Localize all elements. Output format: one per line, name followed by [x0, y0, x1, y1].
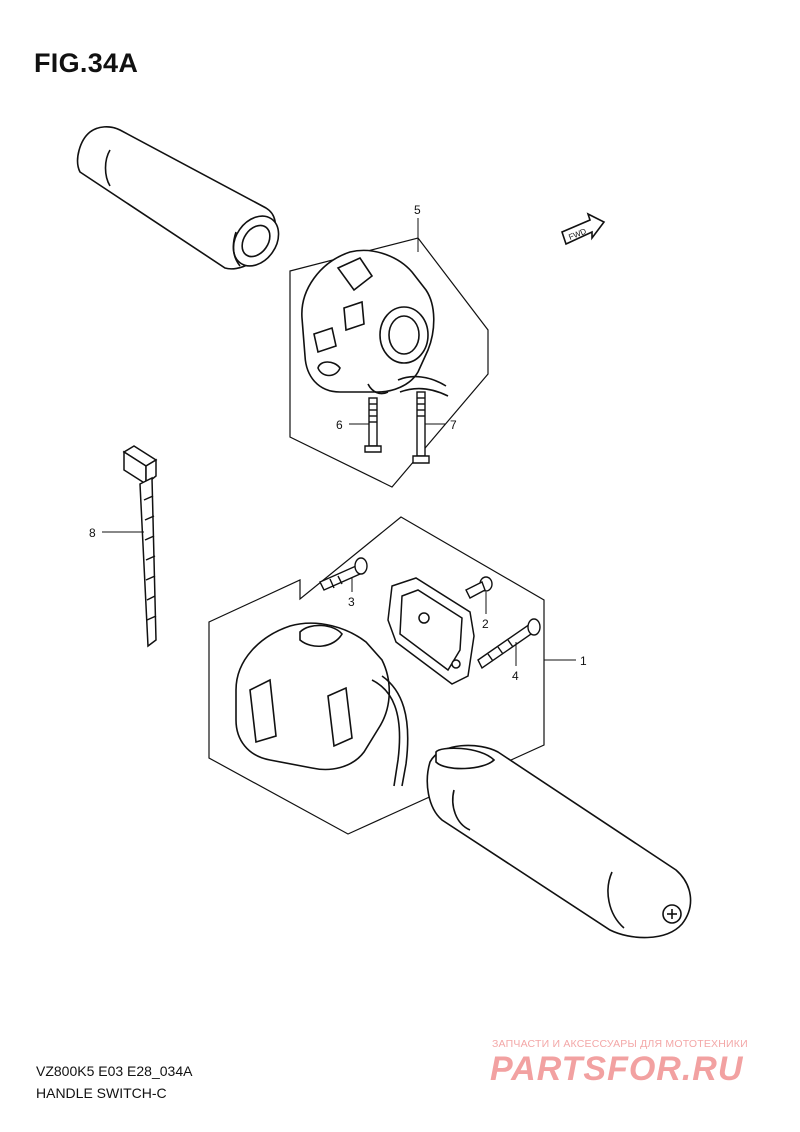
figure-title: FIG.34A: [34, 48, 139, 78]
screw-6-drawing: [364, 397, 382, 453]
left-grip-drawing: [76, 126, 280, 270]
callout-8: 8: [89, 526, 96, 540]
callout-5: 5: [414, 203, 421, 217]
leader-lines: [102, 218, 576, 666]
upper-assembly-outline: [289, 237, 489, 488]
callout-7: 7: [450, 418, 457, 432]
callout-4: 4: [512, 669, 519, 683]
drawing-code: VZ800K5 E03 E28_034A: [36, 1063, 193, 1079]
drawing-name: HANDLE SWITCH-C: [36, 1085, 167, 1101]
switch-bracket-drawing: [387, 577, 475, 685]
cable-tie-drawing: [122, 445, 158, 648]
lower-assembly-outline: [208, 516, 545, 835]
right-throttle-grip-drawing: [426, 744, 692, 939]
callout-6: 6: [336, 418, 343, 432]
left-switch-housing-drawing: [301, 249, 449, 397]
callout-2: 2: [482, 617, 489, 631]
callout-1: 1: [580, 654, 587, 668]
watermark-logo: PARTSFOR.RU: [490, 1050, 744, 1088]
screw-2-drawing: [465, 576, 493, 599]
right-switch-housing-drawing: [235, 622, 409, 787]
watermark-tagline: ЗАПЧАСТИ И АКСЕССУАРЫ ДЛЯ МОТОТЕХНИКИ: [492, 1038, 748, 1050]
callout-3: 3: [348, 595, 355, 609]
screw-3-drawing: [319, 557, 368, 591]
screw-7-drawing: [412, 391, 430, 464]
screw-4-drawing: [477, 618, 541, 670]
fwd-arrow-icon: FWD: [561, 212, 606, 246]
